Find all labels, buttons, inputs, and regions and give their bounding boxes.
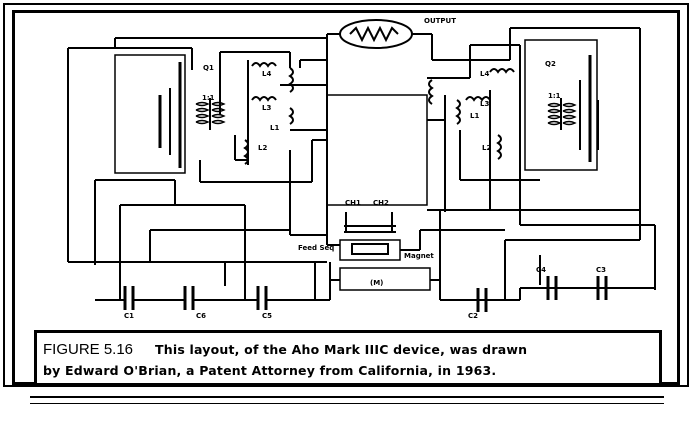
l3-right-label: L3 <box>480 100 489 108</box>
l2-right-label: L2 <box>482 144 491 152</box>
c4-label: C4 <box>536 266 546 274</box>
ratio-right-label: 1:1 <box>548 92 561 100</box>
bottom-rule <box>30 396 664 398</box>
m-box-label: (M) <box>370 279 383 287</box>
ch1-label: CH1 <box>345 199 361 207</box>
bottom-rule-thin <box>30 403 664 404</box>
c1-label: C1 <box>124 312 134 320</box>
feed-seq-label: Feed Seq <box>298 244 334 252</box>
outer-frame <box>3 3 689 387</box>
output-resistor-zigzag <box>349 25 399 43</box>
q1-label: Q1 <box>203 64 214 72</box>
l4-right-label: L4 <box>480 70 489 78</box>
l1-right-label: L1 <box>470 112 479 120</box>
caption-line-1: FIGURE 5.16 This layout, of the Aho Mark … <box>43 339 527 358</box>
l4-left-label: L4 <box>262 70 271 78</box>
ch2-label: CH2 <box>373 199 389 207</box>
figure-caption: FIGURE 5.16 This layout, of the Aho Mark … <box>34 330 662 386</box>
caption-text-2: by Edward O'Brian, a Patent Attorney fro… <box>43 363 497 378</box>
l1-left-label: L1 <box>270 124 279 132</box>
q2-label: Q2 <box>545 60 556 68</box>
magnet-label: Magnet <box>404 252 434 260</box>
l2-left-label: L2 <box>258 144 267 152</box>
c3-label: C3 <box>596 266 606 274</box>
l3-left-label: L3 <box>262 104 271 112</box>
ratio-left-label: 1:1 <box>202 94 215 102</box>
c5-label: C5 <box>262 312 272 320</box>
figure-number: FIGURE 5.16 <box>43 341 134 358</box>
c2-label: C2 <box>468 312 478 320</box>
c6-label: C6 <box>196 312 206 320</box>
caption-text-1: This layout, of the Aho Mark IIIC device… <box>155 342 528 357</box>
output-label: OUTPUT <box>424 17 456 25</box>
caption-line-2: by Edward O'Brian, a Patent Attorney fro… <box>43 360 496 379</box>
